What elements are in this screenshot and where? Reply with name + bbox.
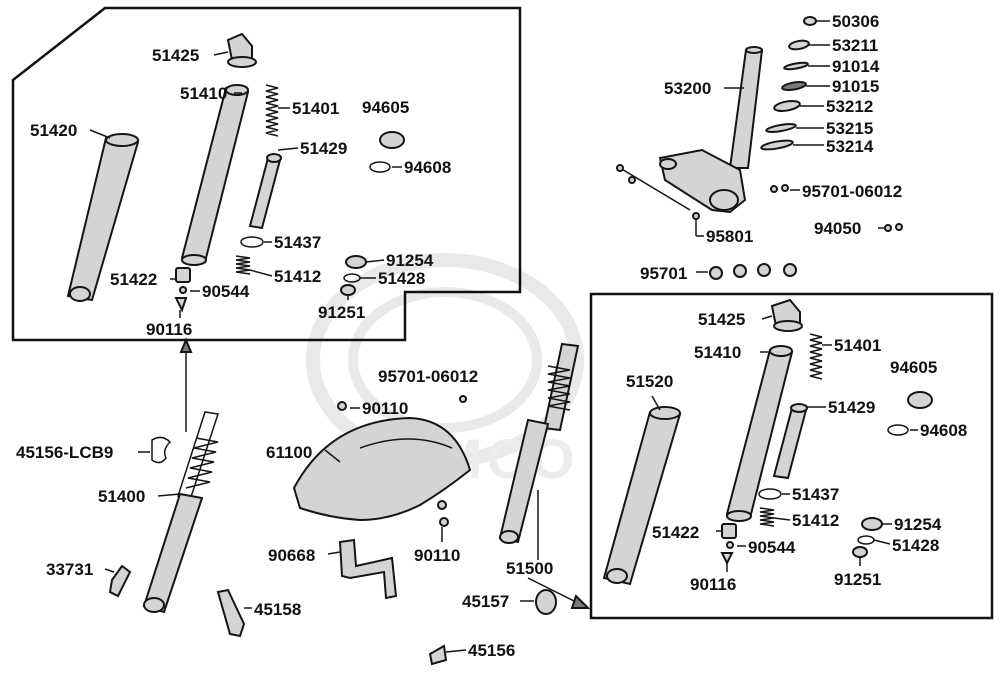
label-53215: 53215 (826, 119, 873, 138)
label-right-51520: 51520 (626, 372, 673, 391)
label-90668: 90668 (268, 546, 315, 565)
label-left-51425: 51425 (152, 46, 199, 65)
label-51500: 51500 (506, 559, 553, 578)
label-95701: 95701 (640, 264, 687, 283)
label-left-51429: 51429 (300, 139, 347, 158)
part-number-labels: 50306 53211 91014 91015 53212 53215 5321… (16, 12, 967, 660)
right-fork-parts (602, 298, 933, 586)
label-95801: 95801 (706, 227, 753, 246)
label-left-94605: 94605 (362, 98, 409, 117)
label-right-94605: 94605 (890, 358, 937, 377)
label-right-94608: 94608 (920, 421, 967, 440)
label-right-51401: 51401 (834, 336, 881, 355)
label-left-94608: 94608 (404, 158, 451, 177)
right-fork-detail-frame (589, 292, 994, 620)
label-53212: 53212 (826, 97, 873, 116)
label-90110-bottom: 90110 (414, 546, 460, 565)
left-fork-parts (66, 32, 405, 318)
label-right-90116: 90116 (690, 575, 736, 594)
label-right-51410: 51410 (694, 343, 741, 362)
label-left-91254: 91254 (386, 251, 434, 270)
label-right-51429: 51429 (828, 398, 875, 417)
label-left-90544: 90544 (202, 282, 250, 301)
steering-stem-assembly (616, 16, 903, 280)
label-left-51437: 51437 (274, 233, 321, 252)
label-right-91251: 91251 (834, 570, 881, 589)
label-53211: 53211 (832, 36, 878, 55)
label-53200: 53200 (664, 79, 711, 98)
label-left-51428: 51428 (378, 269, 425, 288)
label-45157: 45157 (462, 592, 509, 611)
label-right-51437: 51437 (792, 485, 839, 504)
label-45158: 45158 (254, 600, 301, 619)
label-left-51401: 51401 (292, 99, 339, 118)
label-53214: 53214 (826, 137, 874, 156)
left-fork-detail-frame (11, 6, 522, 342)
label-61100: 61100 (266, 443, 312, 462)
main-assembly-parts (104, 337, 591, 666)
label-95701-06012-top: 95701-06012 (802, 182, 902, 201)
label-51400: 51400 (98, 487, 145, 506)
label-right-91254: 91254 (894, 515, 942, 534)
label-left-51420: 51420 (30, 121, 77, 140)
label-right-90544: 90544 (748, 538, 796, 557)
label-right-51412: 51412 (792, 511, 839, 530)
label-94050: 94050 (814, 219, 861, 238)
label-left-51410: 51410 (180, 84, 227, 103)
label-left-51412: 51412 (274, 267, 321, 286)
label-45156-lcb9: 45156-LCB9 (16, 443, 113, 462)
label-left-91251: 91251 (318, 303, 365, 322)
label-right-51422: 51422 (652, 523, 699, 542)
label-right-51425: 51425 (698, 310, 745, 329)
label-90110-top: 90110 (362, 399, 408, 418)
label-50306: 50306 (832, 12, 879, 31)
label-91015: 91015 (832, 77, 879, 96)
label-95701-06012-mid: 95701-06012 (378, 367, 478, 386)
label-right-51428: 51428 (892, 536, 939, 555)
stem-leaders (695, 20, 884, 273)
label-91014: 91014 (832, 57, 880, 76)
label-left-51422: 51422 (110, 270, 157, 289)
label-left-90116: 90116 (146, 320, 192, 339)
label-45156: 45156 (468, 641, 515, 660)
label-33731: 33731 (46, 560, 93, 579)
